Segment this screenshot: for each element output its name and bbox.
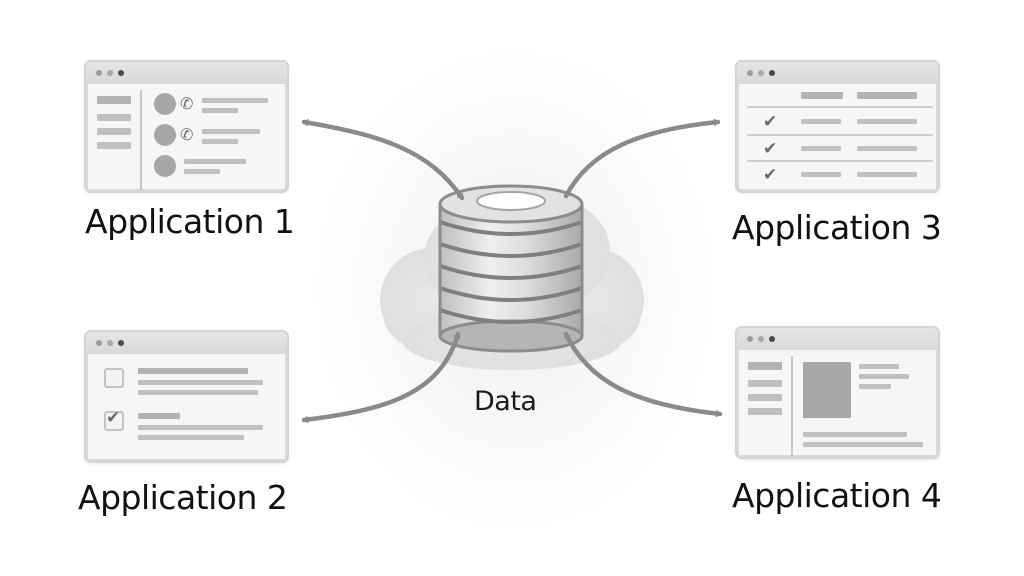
text-line (859, 384, 891, 389)
data-label: Data (474, 386, 537, 417)
table-divider (747, 160, 933, 162)
text-line (138, 380, 263, 385)
text-line (803, 442, 923, 447)
contact-avatar (154, 93, 176, 115)
window-dot (118, 70, 124, 76)
window-dot (747, 336, 753, 342)
table-divider (747, 106, 933, 108)
sidebar-bar (97, 114, 131, 121)
image-placeholder (803, 362, 851, 418)
divider (791, 356, 793, 456)
checkmark-icon: ✔ (763, 165, 778, 185)
text-line (138, 368, 248, 374)
table-divider (747, 134, 933, 136)
window-content (737, 350, 938, 457)
text-line (138, 425, 263, 430)
table-cell (857, 119, 917, 124)
text-line (138, 435, 244, 440)
app1-label: Application 1 (85, 202, 295, 241)
table-cell (801, 172, 841, 177)
table-header-cell (857, 92, 917, 99)
app2-window: ✔ (84, 330, 289, 463)
window-dot (107, 70, 113, 76)
sidebar-bar (97, 128, 131, 135)
window-dot (747, 70, 753, 76)
divider (140, 90, 142, 190)
contact-avatar (154, 124, 176, 146)
text-line (184, 159, 246, 164)
app1-window: ✆ ✆ (84, 60, 289, 193)
sidebar-bar (748, 394, 782, 401)
arrow-app2-data (301, 331, 458, 420)
text-line (202, 108, 238, 113)
checkmark-icon: ✔ (106, 408, 121, 428)
window-content: ✆ ✆ (86, 84, 287, 191)
checked-checkbox (104, 411, 124, 431)
app4-label: Application 4 (732, 476, 942, 515)
window-titlebar (86, 62, 287, 85)
arrow-app3-data (563, 122, 721, 199)
window-dot (769, 70, 775, 76)
window-content: ✔ (86, 354, 287, 461)
text-line (803, 432, 907, 437)
window-dot (96, 70, 102, 76)
text-line (202, 129, 260, 134)
sidebar-bar (748, 380, 782, 387)
text-line (202, 139, 238, 144)
contact-avatar (154, 155, 176, 177)
table-cell (801, 146, 841, 151)
sidebar-bar (97, 142, 131, 149)
window-dot (758, 336, 764, 342)
window-titlebar (737, 328, 938, 351)
text-line (138, 390, 258, 395)
window-titlebar (737, 62, 938, 85)
table-cell (857, 172, 917, 177)
text-line (138, 413, 180, 419)
app4-window (735, 326, 940, 459)
phone-icon: ✆ (180, 94, 194, 113)
checkmark-icon: ✔ (763, 139, 778, 159)
window-dot (96, 340, 102, 346)
text-line (859, 374, 909, 379)
sidebar-bar (748, 408, 782, 415)
database-icon (438, 184, 584, 353)
window-dot (769, 336, 775, 342)
arrow-app4-data (563, 331, 723, 414)
app3-window: ✔ ✔ ✔ (735, 60, 940, 193)
window-dot (107, 340, 113, 346)
arrow-app1-data (301, 122, 465, 201)
window-dot (758, 70, 764, 76)
window-titlebar (86, 332, 287, 355)
window-content: ✔ ✔ ✔ (737, 84, 938, 191)
checkmark-icon: ✔ (763, 112, 778, 132)
empty-checkbox (104, 368, 124, 388)
app2-label: Application 2 (78, 478, 288, 517)
text-line (202, 98, 268, 103)
window-dot (118, 340, 124, 346)
table-cell (857, 146, 917, 151)
text-line (859, 364, 899, 369)
table-header-cell (801, 92, 843, 99)
sidebar-bar (97, 96, 131, 104)
sidebar-bar (748, 362, 782, 370)
app3-label: Application 3 (732, 208, 942, 247)
table-cell (801, 119, 841, 124)
text-line (184, 169, 220, 174)
phone-icon: ✆ (180, 125, 194, 144)
